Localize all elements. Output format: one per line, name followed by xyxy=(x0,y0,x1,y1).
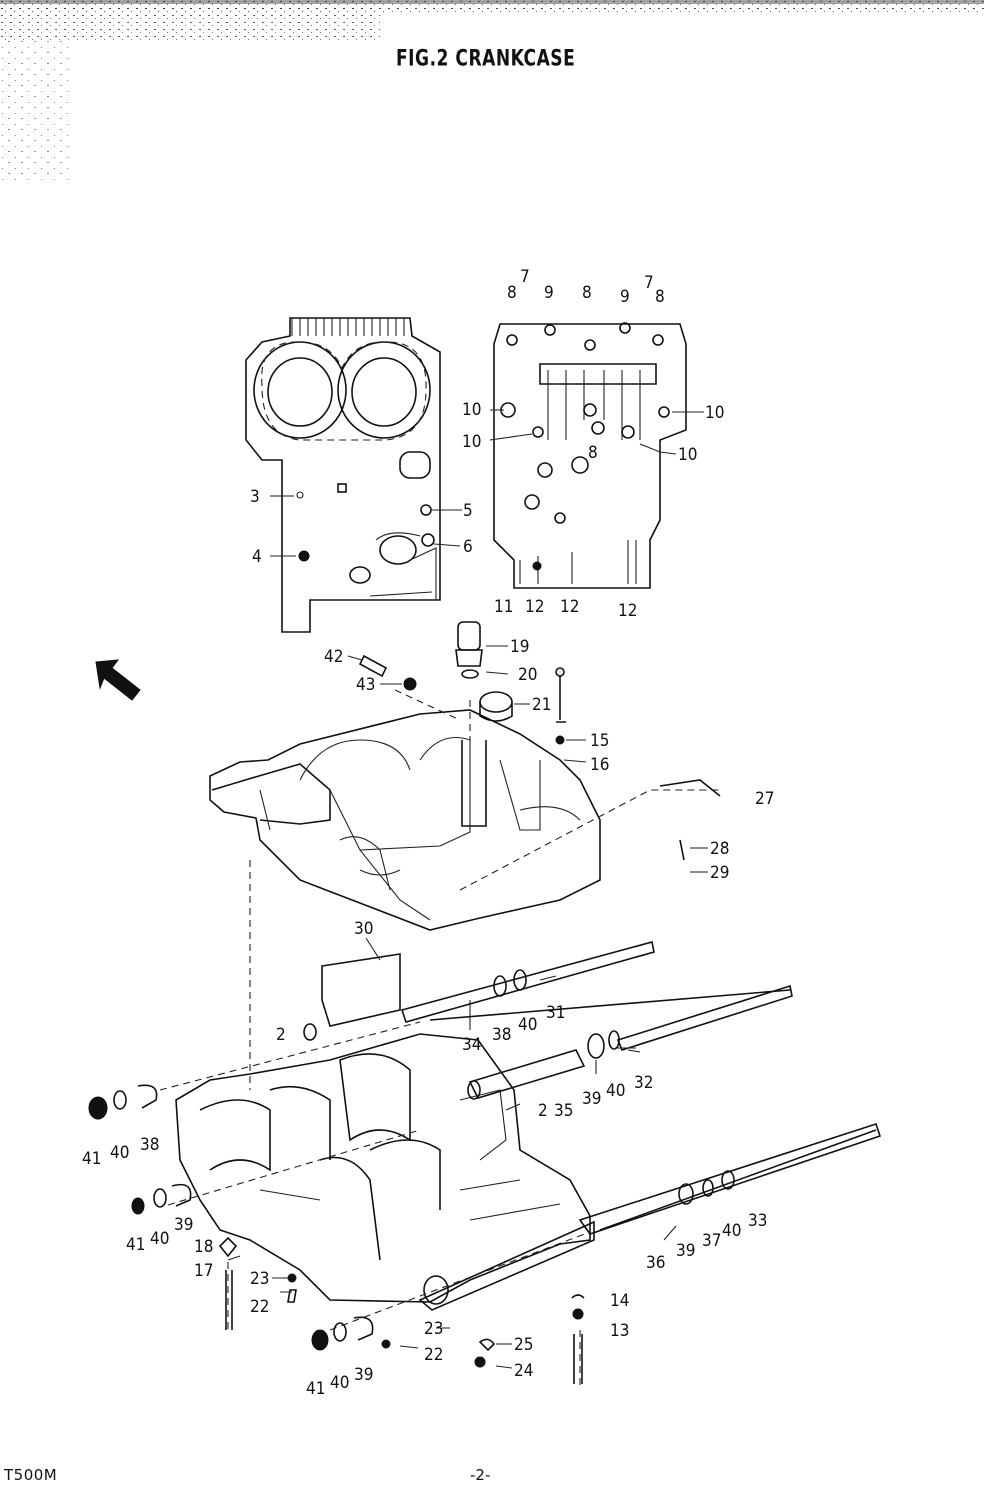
callout: 23 xyxy=(250,1269,269,1289)
callout: 40 xyxy=(110,1143,129,1163)
callout: 12 xyxy=(618,601,637,621)
callout: 2 xyxy=(276,1025,286,1045)
callout: 37 xyxy=(702,1231,721,1251)
callout: 13 xyxy=(610,1321,629,1341)
callout: 39 xyxy=(354,1365,373,1385)
callout: 33 xyxy=(748,1211,767,1231)
lower-crankcase-drawing xyxy=(175,1033,595,1311)
callout: 14 xyxy=(610,1291,629,1311)
callout: 4 xyxy=(252,547,262,567)
callout: 38 xyxy=(140,1135,159,1155)
callout: 32 xyxy=(634,1073,653,1093)
callout: 39 xyxy=(174,1215,193,1235)
crankcase-bottom-face-drawing xyxy=(493,322,687,589)
callout: 11 xyxy=(494,597,513,617)
callout: 24 xyxy=(514,1361,533,1381)
callout: 17 xyxy=(194,1261,213,1281)
front-arrow-icon xyxy=(95,659,141,701)
callout: 31 xyxy=(546,1003,565,1023)
callout: 12 xyxy=(560,597,579,617)
callout: 10 xyxy=(462,432,481,452)
callout: 40 xyxy=(722,1221,741,1241)
callout: 5 xyxy=(463,501,473,521)
callout: 39 xyxy=(582,1089,601,1109)
callout: 36 xyxy=(646,1253,665,1273)
page-number: -2- xyxy=(470,1466,491,1484)
callout: 40 xyxy=(606,1081,625,1101)
callout: 42 xyxy=(324,647,343,667)
callout: 2 xyxy=(538,1101,548,1121)
callout: 40 xyxy=(518,1015,537,1035)
callout: 43 xyxy=(356,675,375,695)
callout: 6 xyxy=(463,537,473,557)
model-code: T500M xyxy=(4,1466,58,1484)
leader-lines xyxy=(227,409,708,1369)
callout: 8 xyxy=(507,283,517,303)
callout: 41 xyxy=(306,1379,325,1399)
shafts-and-centerlines xyxy=(159,689,882,1385)
callout: 34 xyxy=(462,1035,481,1055)
callout: 35 xyxy=(554,1101,573,1121)
callout: 21 xyxy=(532,695,551,715)
callout: 18 xyxy=(194,1237,213,1257)
callout: 8 xyxy=(582,283,592,303)
upper-crankcase-drawing xyxy=(209,709,601,1090)
callout: 16 xyxy=(590,755,609,775)
callout: 23 xyxy=(424,1319,443,1339)
callout: 40 xyxy=(150,1229,169,1249)
scan-noise-band xyxy=(0,0,984,180)
callout: 41 xyxy=(126,1235,145,1255)
callout: 10 xyxy=(705,403,724,423)
callout: 7 xyxy=(520,267,530,287)
callout: 15 xyxy=(590,731,609,751)
callout: 22 xyxy=(424,1345,443,1365)
callout: 10 xyxy=(678,445,697,465)
callout: 8 xyxy=(655,287,665,307)
figure-title: FIG.2 CRANKCASE xyxy=(396,46,576,72)
callout: 20 xyxy=(518,665,537,685)
callout: 9 xyxy=(544,283,554,303)
callout: 40 xyxy=(330,1373,349,1393)
callout: 8 xyxy=(588,443,598,463)
callout: 27 xyxy=(755,789,774,809)
callout: 10 xyxy=(462,400,481,420)
crankcase-top-face-drawing xyxy=(245,317,441,633)
callout: 25 xyxy=(514,1335,533,1355)
callout: 12 xyxy=(525,597,544,617)
callout: 41 xyxy=(82,1149,101,1169)
callout: 7 xyxy=(644,273,654,293)
callout-labels: 7 8 9 8 9 7 8 10 10 10 8 10 3 5 4 6 11 1… xyxy=(82,267,774,1399)
callout: 38 xyxy=(492,1025,511,1045)
callout: 39 xyxy=(676,1241,695,1261)
callout: 3 xyxy=(250,487,260,507)
callout: 30 xyxy=(354,919,373,939)
callout: 28 xyxy=(710,839,729,859)
callout: 29 xyxy=(710,863,729,883)
callout: 9 xyxy=(620,287,630,307)
callout: 19 xyxy=(510,637,529,657)
callout: 22 xyxy=(250,1297,269,1317)
